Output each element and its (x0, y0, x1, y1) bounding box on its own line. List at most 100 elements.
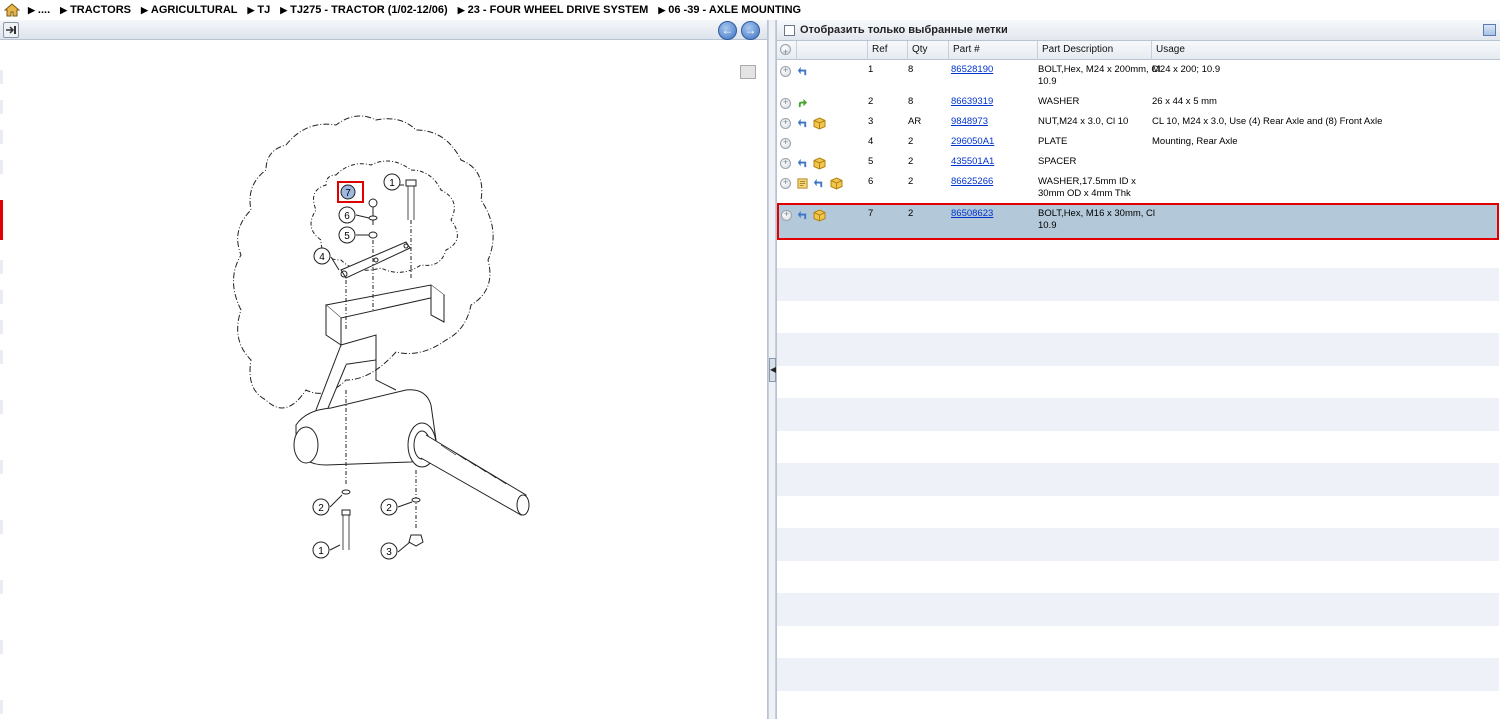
empty-row (777, 333, 1499, 366)
arrow-right-icon: ▶ (141, 4, 148, 15)
table-row[interactable]: 1 8 86528190 BOLT,Hex, M24 x 200mm, Cl 1… (777, 61, 1499, 93)
breadcrumb-item[interactable]: ▶.... (28, 4, 51, 16)
back-button[interactable]: ← (718, 21, 737, 40)
qty-column-header[interactable]: Qty (907, 41, 948, 60)
empty-row (777, 528, 1499, 561)
arrow-right-icon: ▶ (280, 4, 288, 15)
show-selected-checkbox[interactable] (784, 24, 795, 36)
forward-button[interactable]: → (741, 21, 760, 40)
collapse-handle-icon[interactable]: ◀ (769, 358, 776, 382)
svg-text:5: 5 (344, 231, 350, 242)
empty-row (777, 593, 1499, 626)
add-circle-icon[interactable] (780, 157, 791, 169)
return-arrow-icon[interactable] (797, 118, 808, 129)
mounting-bracket (324, 284, 446, 319)
part-number-link[interactable]: 435501A1 (951, 156, 995, 167)
fit-view-button[interactable] (740, 65, 756, 79)
part-number-link[interactable]: 296050A1 (951, 136, 995, 147)
export-icon[interactable] (3, 22, 19, 38)
callout-5[interactable]: 5 (338, 226, 356, 244)
package-box-icon[interactable] (813, 117, 826, 130)
empty-row (777, 658, 1499, 691)
part-number-link[interactable]: 86508623 (951, 208, 994, 219)
return-arrow-icon[interactable] (797, 210, 808, 221)
arrow-right-icon: ▶ (60, 4, 68, 15)
add-circle-icon[interactable] (780, 97, 791, 109)
home-icon[interactable] (4, 2, 20, 18)
add-circle-icon[interactable] (780, 177, 791, 189)
package-box-icon[interactable] (813, 157, 826, 170)
svg-text:4: 4 (319, 252, 325, 263)
breadcrumb-item[interactable]: ▶TJ (247, 4, 271, 16)
callout-2-left[interactable]: 2 (312, 498, 330, 516)
table-row[interactable]: 6 2 86625266 WASHER,17.5mm ID x 30mm OD … (777, 173, 1499, 205)
detail-cloud-outline (233, 115, 494, 409)
svg-text:1: 1 (389, 178, 395, 189)
breadcrumb-item[interactable]: ▶06 -39 - AXLE MOUNTING (658, 4, 802, 16)
svg-text:3: 3 (386, 547, 392, 558)
expand-all-header[interactable] (777, 41, 796, 61)
list-view-icon[interactable] (1483, 24, 1496, 36)
table-row[interactable]: 2 8 86639319 WASHER 26 x 44 x 5 mm (777, 93, 1499, 113)
part-number-link[interactable]: 86625266 (951, 176, 994, 187)
description-column-header[interactable]: Part Description (1037, 41, 1151, 60)
parts-table-header: Ref Qty Part # Part Description Usage (777, 41, 1500, 61)
svg-text:2: 2 (386, 503, 392, 514)
table-row-selected[interactable]: 7 2 86508623 BOLT,Hex, M16 x 30mm, Cl 10… (777, 203, 1499, 240)
breadcrumb-item[interactable]: ▶AGRICULTURAL (141, 4, 238, 16)
left-edge-markers (0, 60, 3, 720)
callout-4[interactable]: 4 (313, 247, 331, 265)
breadcrumb-item[interactable]: ▶23 - FOUR WHEEL DRIVE SYSTEM (457, 4, 649, 16)
package-box-icon[interactable] (813, 209, 826, 222)
add-circle-icon[interactable] (780, 117, 791, 129)
add-circle-icon[interactable] (781, 209, 792, 221)
svg-text:6: 6 (344, 211, 350, 222)
package-box-icon[interactable] (830, 177, 843, 190)
svg-text:1: 1 (318, 546, 324, 557)
forward-arrow-icon[interactable] (797, 98, 808, 109)
svg-text:2: 2 (318, 503, 324, 514)
ref-column-header[interactable]: Ref (867, 41, 907, 60)
return-arrow-icon[interactable] (797, 158, 808, 169)
part-number-link[interactable]: 86528190 (951, 64, 994, 75)
callout-7-selected[interactable]: 7 (337, 181, 364, 203)
part-number-column-header[interactable]: Part # (948, 41, 1037, 60)
arrow-right-icon: ▶ (28, 4, 35, 15)
table-row[interactable]: 4 2 296050A1 PLATE Mounting, Rear Axle (777, 133, 1499, 153)
table-row[interactable]: 5 2 435501A1 SPACER (777, 153, 1499, 173)
part-number-link[interactable]: 9848973 (951, 116, 988, 127)
usage-column-header[interactable]: Usage (1151, 41, 1500, 60)
part-number-link[interactable]: 86639319 (951, 96, 994, 107)
callout-3[interactable]: 3 (380, 542, 398, 560)
axle-mounting-diagram: 1 6 5 4 2 2 1 3 (233, 115, 530, 560)
add-circle-icon[interactable] (780, 137, 791, 149)
note-icon[interactable] (797, 178, 808, 189)
callout-1-top[interactable]: 1 (383, 173, 401, 191)
arrow-right-icon: ▶ (457, 4, 465, 15)
breadcrumb-item[interactable]: ▶TJ275 - TRACTOR (1/02-12/06) (280, 4, 448, 16)
arrow-right-icon: ▶ (247, 4, 255, 15)
breadcrumb: ▶.... ▶TRACTORS ▶AGRICULTURAL ▶TJ ▶TJ275… (0, 0, 1500, 20)
pane-splitter[interactable]: ◀ (768, 20, 776, 719)
arrow-right-icon: ▶ (658, 4, 666, 15)
table-row[interactable]: 3 AR 9848973 NUT,M24 x 3.0, Cl 10 CL 10,… (777, 113, 1499, 133)
filter-bar: Отобразить только выбранные метки (777, 20, 1500, 41)
illustration-pane: ← → (0, 20, 768, 719)
return-arrow-icon[interactable] (813, 178, 824, 189)
empty-row (777, 268, 1499, 301)
breadcrumb-item[interactable]: ▶TRACTORS (60, 4, 131, 16)
illustration-toolbar: ← → (0, 20, 767, 40)
callout-6[interactable]: 6 (338, 206, 356, 224)
axle-shaft (420, 434, 527, 516)
parts-list-pane: Отобразить только выбранные метки Ref Qt… (776, 20, 1500, 719)
return-arrow-icon[interactable] (797, 66, 808, 77)
add-circle-icon[interactable] (780, 43, 791, 61)
empty-row (777, 398, 1499, 431)
empty-row (777, 463, 1499, 496)
svg-text:7: 7 (345, 188, 351, 199)
show-selected-label: Отобразить только выбранные метки (800, 24, 1008, 36)
callout-1-bottom[interactable]: 1 (312, 541, 330, 559)
plate-part (340, 241, 411, 279)
callout-2-right[interactable]: 2 (380, 498, 398, 516)
add-circle-icon[interactable] (780, 65, 791, 77)
